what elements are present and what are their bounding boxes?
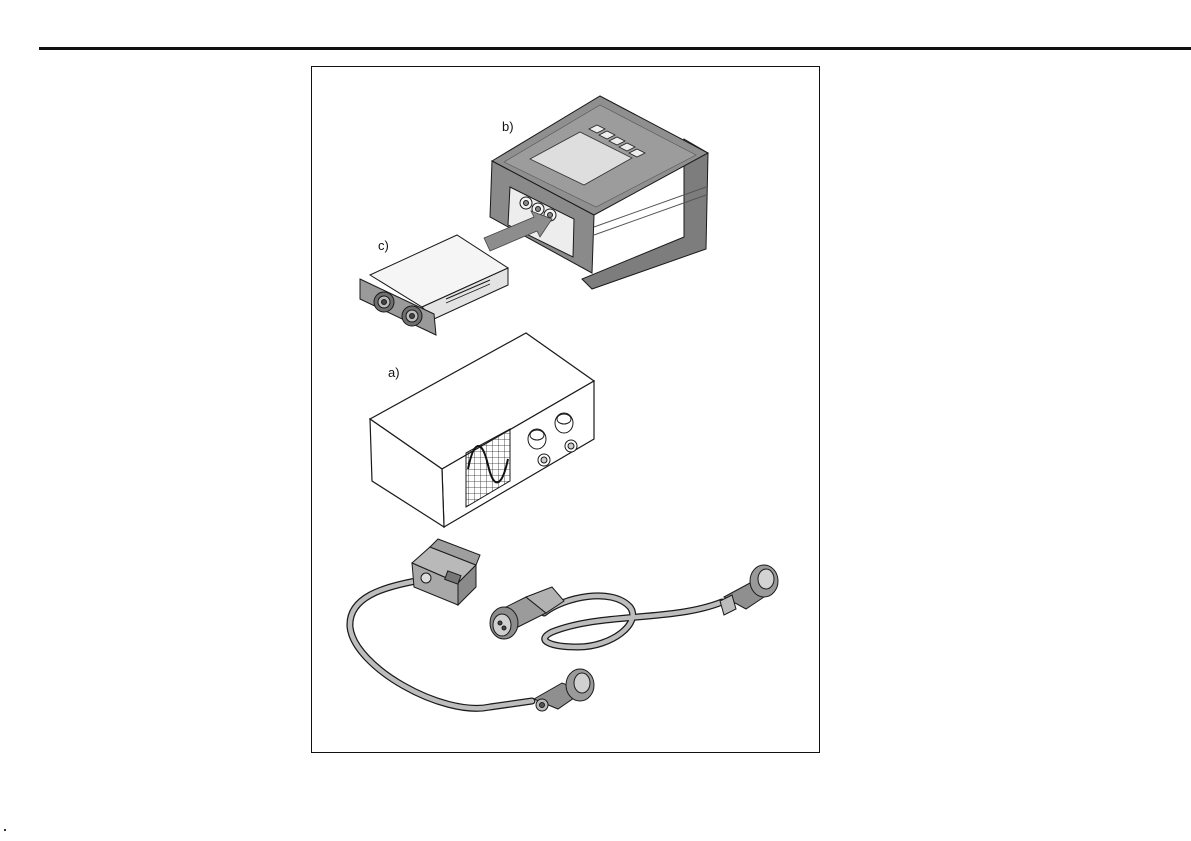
module-c: c) [360, 235, 508, 335]
header-rule [39, 47, 1191, 50]
adapter-cable [350, 539, 778, 711]
page-corner-mark [4, 829, 6, 831]
label-b: b) [502, 119, 514, 134]
device-b: b) [490, 96, 708, 289]
oscilloscope-a: a) [370, 333, 594, 527]
circular-connector-right [720, 565, 778, 615]
label-a: a) [388, 365, 400, 380]
dsub-connector [412, 539, 480, 605]
figure-frame: b) c) [311, 66, 820, 753]
label-c: c) [378, 238, 389, 253]
circular-connector-bottom [534, 669, 594, 711]
equipment-illustration: b) c) [312, 67, 821, 754]
